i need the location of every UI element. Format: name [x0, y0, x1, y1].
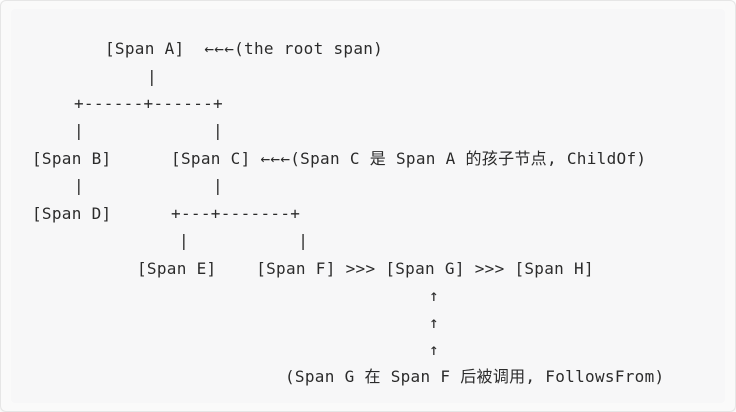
follows-arrow-3: ↑	[429, 340, 439, 359]
code-block	[11, 9, 725, 403]
span-d-branch-line: [Span D] +---+-------+	[32, 204, 301, 223]
follows-from-note: (Span G 在 Span F 后被调用, FollowsFrom)	[285, 367, 665, 386]
span-e-f-g-h-line: [Span E] [Span F] >>> [Span G] >>> [Span…	[137, 259, 594, 278]
span-a-line: [Span A] ←←←(the root span)	[105, 39, 384, 58]
follows-arrow-1: ↑	[429, 286, 439, 305]
connector-e-f: | |	[179, 231, 309, 250]
connector-d-c: | |	[74, 176, 223, 195]
follows-arrow-2: ↑	[429, 313, 439, 332]
connector-a: |	[147, 67, 157, 86]
branch-a: +------+------+	[74, 94, 223, 113]
span-b-c-line: [Span B] [Span C] ←←←(Span C 是 Span A 的孩…	[32, 149, 647, 168]
connector-b-c: | |	[74, 121, 223, 140]
